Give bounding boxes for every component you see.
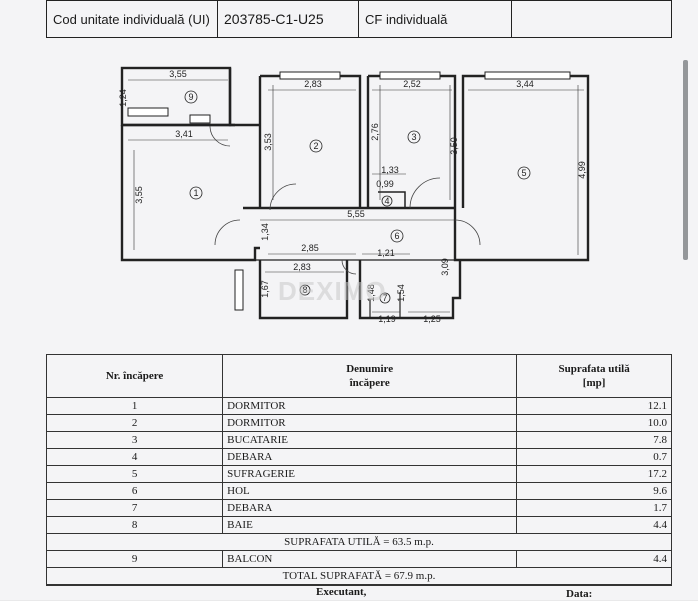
room-number-2: 2 <box>313 141 318 151</box>
balcony-name: BALCON <box>222 550 518 568</box>
grand-total-row: TOTAL SUPRAFATĂ = 67.9 m.p. <box>46 567 672 585</box>
dim-283-top: 2,83 <box>304 79 322 89</box>
room-nr-cell: 5 <box>45 465 224 483</box>
room-number-8: 8 <box>302 285 307 295</box>
dim-124: 1,24 <box>118 89 128 107</box>
room-number-9: 9 <box>188 92 193 102</box>
room-area-cell: 10.0 <box>516 414 672 432</box>
dim-167: 1,67 <box>260 280 270 298</box>
useful-total-row: SUPRAFATA UTILĂ = 63.5 m.p. <box>46 533 672 551</box>
room-area-table: Nr. încăpere Denumire încăpere Suprafata… <box>45 354 672 585</box>
dim-350: 3,50 <box>449 137 459 155</box>
room-number-6: 6 <box>394 231 399 241</box>
dim-285: 2,85 <box>301 243 319 253</box>
dim-555: 5,55 <box>347 209 365 219</box>
grand-total: TOTAL SUPRAFATĂ = 67.9 m.p. <box>46 567 672 585</box>
floor-plan: 3,55 1,24 3,41 3,55 2,83 3,53 2,52 2,76 … <box>110 60 600 345</box>
room-nr-cell: 3 <box>45 431 224 449</box>
dim-499: 4,99 <box>577 161 587 179</box>
room-area-cell: 12.1 <box>516 397 672 415</box>
dim-355-top: 3,55 <box>169 69 187 79</box>
room-nr-cell: 1 <box>45 397 224 415</box>
header-name: Denumire încăpere <box>222 354 518 398</box>
room-number-4: 4 <box>384 196 389 206</box>
dim-099: 0,99 <box>376 179 394 189</box>
floor-plan-drawing: 3,55 1,24 3,41 3,55 2,83 3,53 2,52 2,76 … <box>118 66 590 324</box>
cf-value-cell <box>511 0 672 38</box>
ui-code-cell: 203785-C1-U25 <box>217 0 359 38</box>
room-number-1: 1 <box>193 188 198 198</box>
dim-121: 1,21 <box>377 248 395 258</box>
header-area: Suprafata utilă [mp] <box>516 354 672 398</box>
dim-341: 3,41 <box>175 129 193 139</box>
room-name-cell: BUCATARIE <box>222 431 518 449</box>
room-number-7: 7 <box>382 293 387 303</box>
room-nr-cell: 4 <box>45 448 224 466</box>
balcony-area: 4.4 <box>516 550 672 568</box>
dim-119: 1,19 <box>378 314 396 324</box>
executant-row: Executant, Data: <box>46 585 672 601</box>
dim-154: 1,54 <box>396 284 406 302</box>
dim-148: 1,48 <box>366 284 376 302</box>
room-nr-cell: 6 <box>45 482 224 500</box>
room-name-cell: BAIE <box>222 516 518 534</box>
dim-133: 1,33 <box>381 165 399 175</box>
room-name-cell: DORMITOR <box>222 414 518 432</box>
header-nr: Nr. încăpere <box>45 354 224 398</box>
room-nr-cell: 7 <box>45 499 224 517</box>
dim-125: 1,25 <box>423 314 441 324</box>
room-name-cell: SUFRAGERIE <box>222 465 518 483</box>
useful-total: SUPRAFATA UTILĂ = 63.5 m.p. <box>46 533 672 551</box>
room-area-cell: 0.7 <box>516 448 672 466</box>
dim-276: 2,76 <box>370 123 380 141</box>
room-area-cell: 1.7 <box>516 499 672 517</box>
dim-252: 2,52 <box>403 79 421 89</box>
dim-134: 1,34 <box>260 223 270 241</box>
room-area-cell: 4.4 <box>516 516 672 534</box>
room-name-cell: HOL <box>222 482 518 500</box>
room-nr-cell: 8 <box>45 516 224 534</box>
dim-309: 3,09 <box>440 258 450 276</box>
room-area-cell: 9.6 <box>516 482 672 500</box>
room-name-cell: DORMITOR <box>222 397 518 415</box>
executant-label: Executant, <box>316 586 367 598</box>
room-area-cell: 7.8 <box>516 431 672 449</box>
table-header-row: Nr. încăpere Denumire încăpere Suprafata… <box>45 354 672 398</box>
cf-label-cell: CF individuală <box>358 0 512 38</box>
room-nr-cell: 2 <box>45 414 224 432</box>
room-name-cell: DEBARA <box>222 448 518 466</box>
balcony-row: 9 BALCON 4.4 <box>45 550 672 568</box>
room-name-cell: DEBARA <box>222 499 518 517</box>
dim-344: 3,44 <box>516 79 534 89</box>
dim-353: 3,53 <box>263 133 273 151</box>
ui-label-cell: Cod unitate individuală (UI) <box>46 0 218 38</box>
room-area-cell: 17.2 <box>516 465 672 483</box>
date-label: Data: <box>566 588 593 600</box>
room-number-5: 5 <box>521 168 526 178</box>
balcony-nr: 9 <box>45 550 224 568</box>
room-number-3: 3 <box>411 132 416 142</box>
scroll-indicator[interactable] <box>683 60 688 260</box>
dim-355-left: 3,55 <box>134 186 144 204</box>
dim-283-bottom: 2,83 <box>293 262 311 272</box>
watermark-logo: DEXIMO <box>278 276 387 306</box>
ui-header-table: Cod unitate individuală (UI) 203785-C1-U… <box>46 0 672 38</box>
